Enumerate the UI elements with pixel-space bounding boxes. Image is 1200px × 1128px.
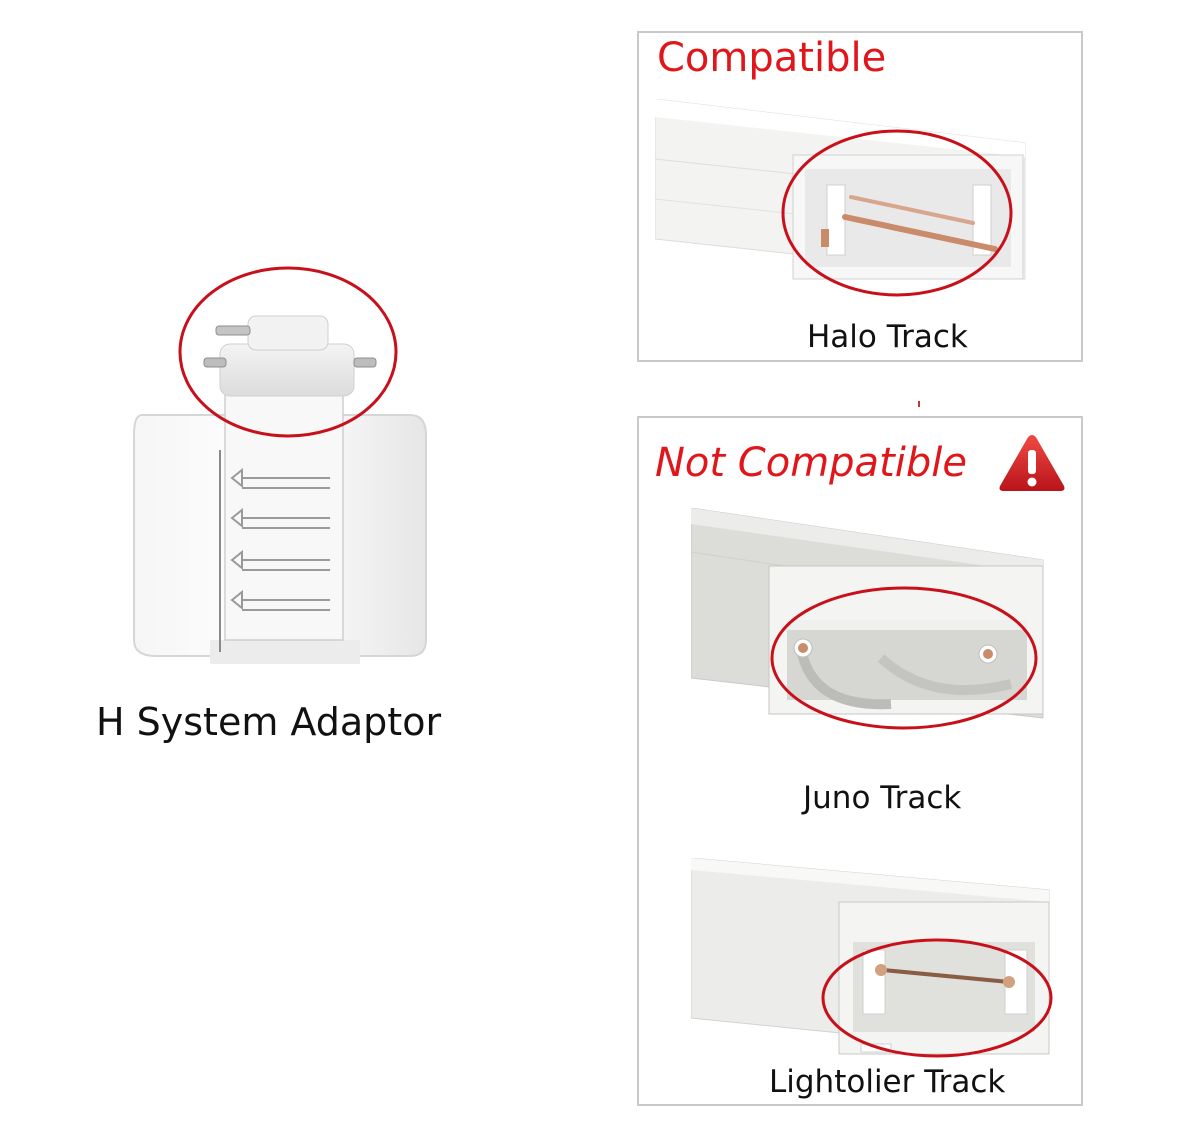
halo-track-image	[654, 98, 1035, 303]
highlight-circle	[821, 938, 1053, 1058]
compatible-panel: Compatible Halo Track	[637, 31, 1083, 362]
halo-track-label: Halo Track	[807, 319, 968, 355]
highlight-circle	[770, 586, 1038, 730]
juno-track-image	[690, 507, 1051, 732]
adaptor-caption: H System Adaptor	[96, 700, 442, 744]
lightolier-track-image	[690, 857, 1053, 1062]
warning-triangle-icon	[999, 435, 1065, 491]
lightolier-track-label: Lightolier Track	[769, 1064, 1006, 1100]
not-compatible-panel: Not Compatible	[637, 416, 1083, 1106]
divider-mark	[918, 401, 920, 407]
compatible-heading: Compatible	[657, 35, 887, 81]
track-adaptor-icon	[133, 266, 427, 664]
juno-track-label: Juno Track	[803, 780, 962, 816]
highlight-circle	[781, 129, 1013, 297]
adaptor-image	[120, 260, 440, 680]
not-compatible-heading: Not Compatible	[655, 440, 967, 486]
